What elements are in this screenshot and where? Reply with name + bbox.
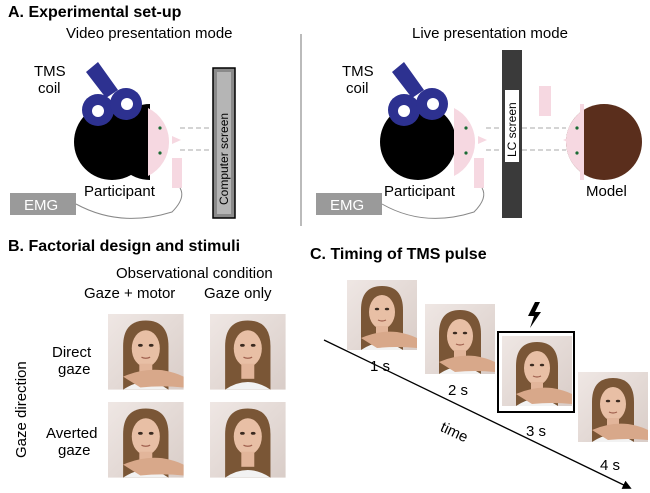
- panel-c-title: C. Timing of TMS pulse: [310, 246, 487, 263]
- model-head: [563, 104, 642, 180]
- row-label-averted-line2: gaze: [58, 442, 91, 459]
- observational-condition-label: Observational condition: [116, 265, 273, 282]
- video-emg-cable: [75, 187, 183, 219]
- frame-4-image: [577, 371, 649, 443]
- row-label-averted-line1: Averted: [46, 425, 97, 442]
- live-emg-cable: [381, 187, 485, 219]
- live-tms-coil-icon: [388, 62, 448, 126]
- live-hand-marker: [474, 158, 484, 188]
- model-label: Model: [586, 183, 627, 200]
- gaze-direction-axis-label: Gaze direction: [13, 361, 30, 458]
- stimulus-averted-gaze-motor: [107, 401, 185, 479]
- frame-3-label: 3 s: [526, 423, 546, 440]
- video-emg-label: EMG: [24, 197, 58, 214]
- video-emg-box: EMG: [10, 193, 76, 215]
- video-tms-label-line1: TMS: [34, 63, 66, 80]
- live-emg-box: EMG: [316, 193, 382, 215]
- timeline-arrow: [323, 339, 632, 489]
- time-axis-label: time: [438, 419, 471, 446]
- live-tms-label-line1: TMS: [342, 63, 374, 80]
- video-tms-coil-icon: [82, 62, 142, 126]
- stimulus-direct-gaze-motor: [107, 313, 185, 391]
- panel-b-title: B. Factorial design and stimuli: [8, 238, 240, 255]
- lc-screen-label: LC screen: [505, 102, 519, 157]
- computer-screen-label: Computer screen: [217, 113, 231, 205]
- video-mode-label: Video presentation mode: [66, 25, 233, 42]
- model-hand-marker: [539, 86, 551, 116]
- live-tms-label-line2: coil: [346, 80, 369, 97]
- live-mode-label: Live presentation mode: [412, 25, 568, 42]
- frame-4-label: 4 s: [600, 457, 620, 474]
- row-label-direct-line2: gaze: [58, 361, 91, 378]
- video-tms-label-line2: coil: [38, 80, 61, 97]
- lc-screen: LC screen: [502, 50, 522, 218]
- panel-a-title: A. Experimental set-up: [8, 4, 182, 21]
- video-participant-label: Participant: [84, 183, 156, 200]
- col-header-gaze-motor: Gaze + motor: [84, 285, 175, 302]
- frame-3-image: [497, 331, 575, 413]
- frame-2-image: [424, 303, 496, 375]
- live-emg-label: EMG: [330, 197, 364, 214]
- tms-pulse-lightning-icon: [528, 302, 541, 328]
- col-header-gaze-only: Gaze only: [204, 285, 272, 302]
- stimulus-direct-gaze-only: [209, 313, 287, 391]
- computer-screen: Computer screen: [212, 67, 236, 219]
- live-participant-label: Participant: [384, 183, 456, 200]
- row-label-direct-line1: Direct: [52, 344, 92, 361]
- frame-1-image: [346, 279, 418, 351]
- video-hand-marker: [172, 158, 182, 188]
- frame-1-label: 1 s: [370, 358, 390, 375]
- stimulus-averted-gaze-only: [209, 401, 287, 479]
- frame-2-label: 2 s: [448, 382, 468, 399]
